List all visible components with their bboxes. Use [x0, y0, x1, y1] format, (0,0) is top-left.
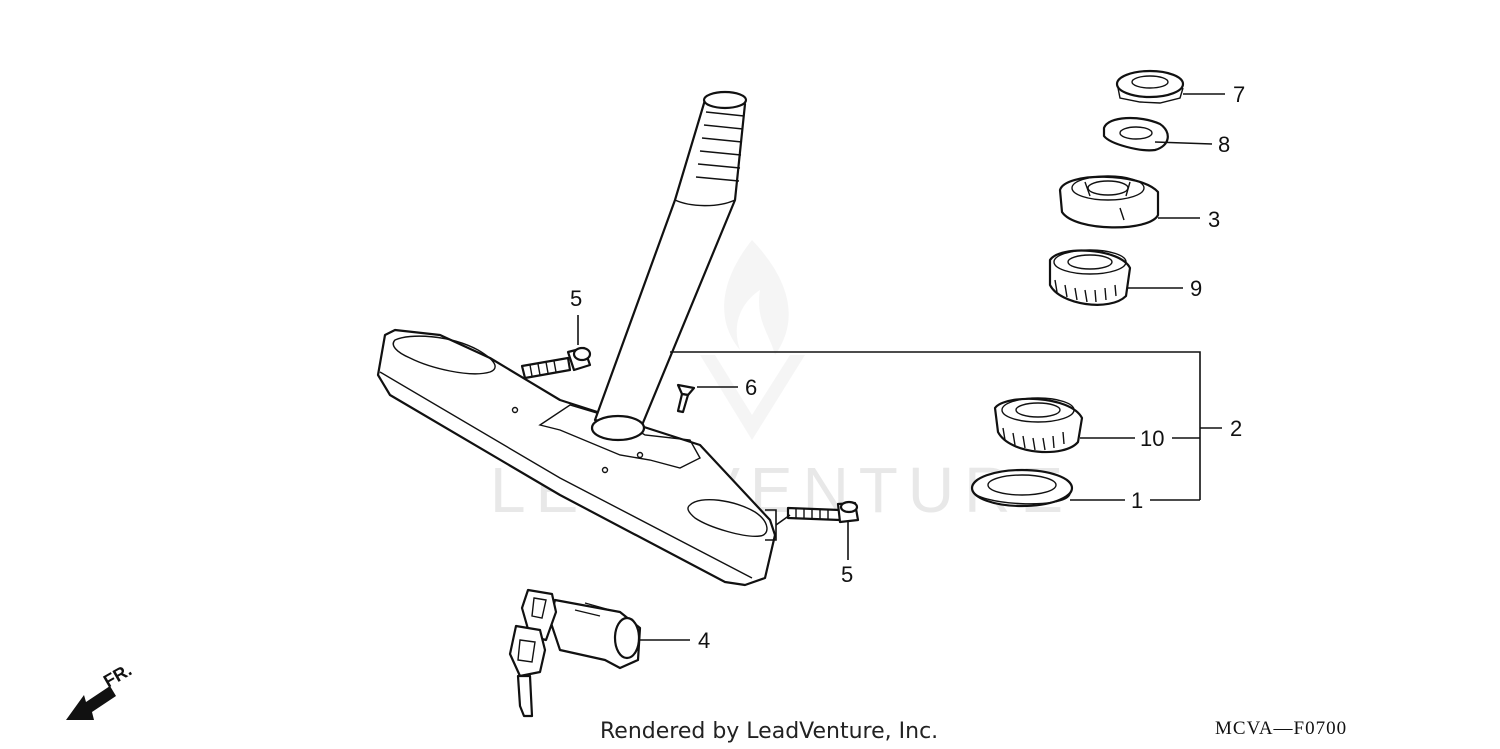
leadventure-flame-logo	[700, 240, 805, 440]
bolt-lower[interactable]	[786, 500, 860, 524]
screw-6[interactable]	[676, 383, 696, 414]
callout-6: 6	[745, 375, 757, 400]
lock-nut-7[interactable]	[1115, 69, 1185, 104]
callout-5-lower: 5	[841, 562, 853, 587]
lower-bearing-10[interactable]	[993, 397, 1084, 454]
steering-lock-with-keys[interactable]	[508, 588, 642, 718]
front-direction-arrow: FR.	[66, 660, 135, 720]
callout-5-upper: 5	[570, 286, 582, 311]
leader-lines	[577, 93, 1225, 641]
rendered-by-credit: Rendered by LeadVenture, Inc.	[600, 719, 938, 744]
callout-9: 9	[1190, 276, 1202, 301]
callout-3: 3	[1208, 207, 1220, 232]
callout-7: 7	[1233, 82, 1245, 107]
callout-1: 1	[1131, 488, 1143, 513]
diagram-code: MCVA—F0700	[1215, 718, 1347, 739]
callout-labels: 7 8 3 9 5 6 2 10 1 5 4	[570, 82, 1245, 653]
callout-2: 2	[1230, 416, 1242, 441]
upper-bearing-9[interactable]	[1048, 249, 1132, 306]
steering-stem-assembly[interactable]	[376, 90, 777, 587]
callout-8: 8	[1218, 132, 1230, 157]
lock-washer-8[interactable]	[1102, 116, 1169, 152]
adjusting-nut-3[interactable]	[1058, 175, 1160, 229]
stem-threads	[695, 111, 745, 182]
dust-seal-1[interactable]	[970, 468, 1074, 508]
callout-4: 4	[698, 628, 710, 653]
direction-label: FR.	[100, 660, 135, 692]
bolt-upper[interactable]	[520, 346, 592, 380]
arrow-icon	[66, 686, 116, 720]
callout-10: 10	[1140, 426, 1164, 451]
